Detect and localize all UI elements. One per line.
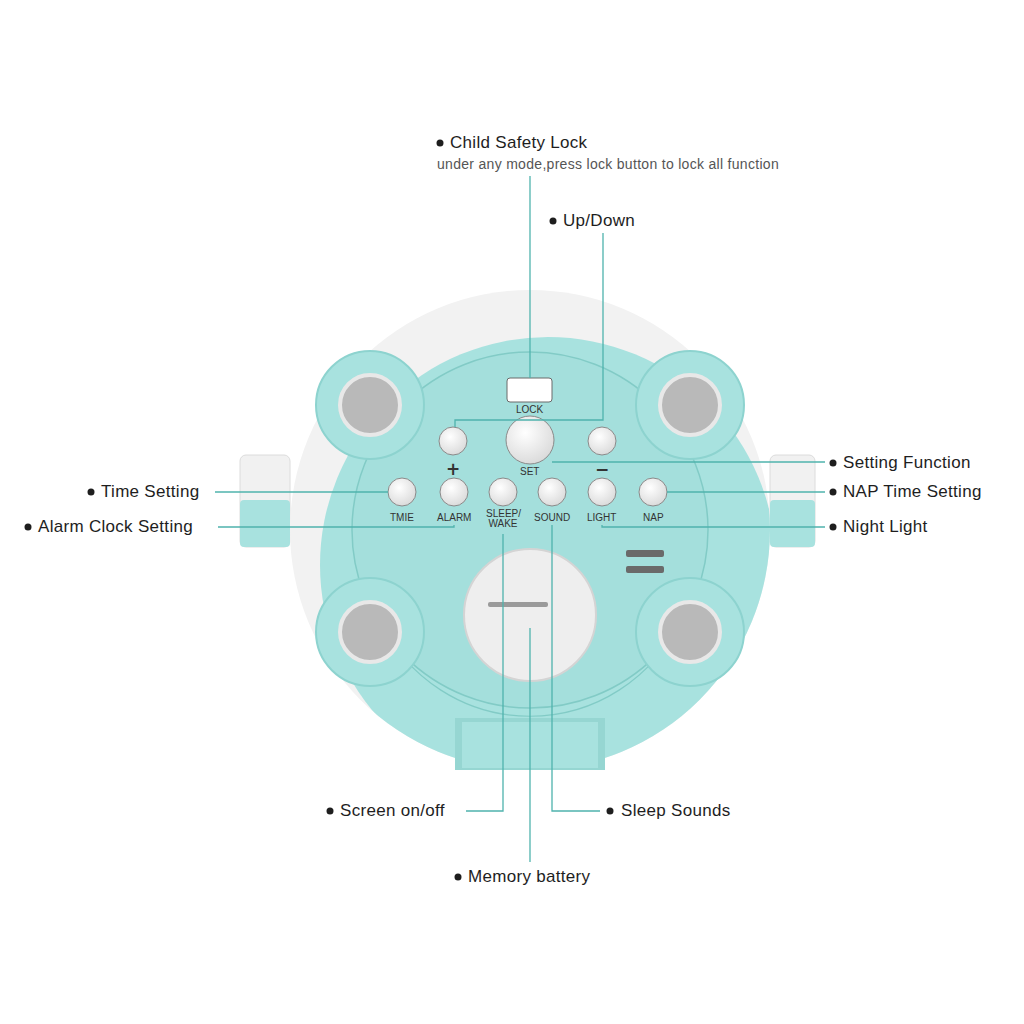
button-label: SOUND [534,513,570,523]
callout-label: Night Light [843,517,928,537]
button-label: TMIE [390,513,414,523]
callout-label: NAP Time Setting [843,482,982,502]
callout-label: Screen on/off [340,801,445,821]
callout-label: Sleep Sounds [621,801,730,821]
button-label: LIGHT [587,513,616,523]
button-label: SLEEP/ WAKE [486,509,520,529]
callout-label: Setting Function [843,453,971,473]
callout-note: under any mode,press lock button to lock… [437,156,779,172]
button-label: ALARM [437,513,471,523]
button-symbol: − [595,461,609,478]
callout-label: Alarm Clock Setting [38,517,193,537]
callout-label: Memory battery [468,867,590,887]
button-label: SET [520,467,539,477]
callout-label: Time Setting [101,482,199,502]
callout-label: Child Safety Lock [450,133,587,153]
button-label: LOCK [516,405,543,415]
button-symbol: + [446,461,460,478]
callout-label: Up/Down [563,211,635,231]
button-label: NAP [643,513,664,523]
